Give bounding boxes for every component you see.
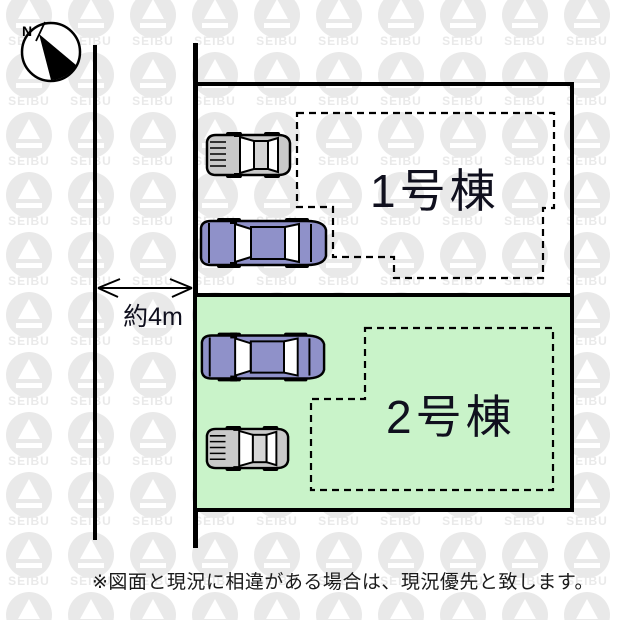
watermark-logo: SEIBU — [0, 232, 60, 292]
watermark-logo: SEIBU — [432, 0, 494, 52]
building-1-label: 1号棟 — [370, 165, 500, 217]
watermark-logo: SEIBU — [60, 592, 122, 620]
watermark-logo: SEIBU — [122, 352, 184, 412]
watermark-logo: SEIBU — [556, 592, 618, 620]
watermark-logo: SEIBU — [122, 52, 184, 112]
road-edge-left-line — [93, 45, 97, 540]
disclaimer-text: ※図面と現況に相違がある場合は、現況優先と致します。 — [92, 572, 595, 593]
watermark-logo: SEIBU — [432, 532, 494, 592]
watermark-logo: SEIBU — [0, 172, 60, 232]
watermark-logo: SEIBU — [308, 592, 370, 620]
watermark-logo: SEIBU — [60, 52, 122, 112]
watermark-logo: SEIBU — [60, 232, 122, 292]
watermark-logo: SEIBU — [246, 0, 308, 52]
road-width-label: 約4m — [123, 303, 183, 331]
watermark-logo: SEIBU — [0, 112, 60, 172]
watermark-logo: SEIBU — [0, 0, 60, 52]
watermark-logo: SEIBU — [0, 532, 60, 592]
watermark-logo: SEIBU — [556, 532, 618, 592]
watermark-logo: SEIBU — [122, 412, 184, 472]
watermark-logo: SEIBU — [122, 112, 184, 172]
watermark-logo: SEIBU — [60, 0, 122, 52]
car-blue-sedan-plot2-icon — [200, 332, 326, 382]
watermark-logo: SEIBU — [432, 52, 494, 112]
watermark-logo: SEIBU — [370, 532, 432, 592]
watermark-logo: SEIBU — [184, 52, 246, 112]
watermark-logo: SEIBU — [432, 592, 494, 620]
watermark-logo: SEIBU — [184, 592, 246, 620]
watermark-logo: SEIBU — [184, 0, 246, 52]
watermark-logo: SEIBU — [308, 532, 370, 592]
watermark-logo: SEIBU — [494, 532, 556, 592]
watermark-logo: SEIBU — [494, 592, 556, 620]
watermark-logo: SEIBU — [370, 0, 432, 52]
watermark-logo: SEIBU — [0, 412, 60, 472]
watermark-logo: SEIBU — [122, 472, 184, 532]
watermark-logo: SEIBU — [0, 352, 60, 412]
watermark-logo: SEIBU — [60, 472, 122, 532]
watermark-logo: SEIBU — [246, 532, 308, 592]
watermark-logo: SEIBU — [556, 112, 618, 172]
watermark-logo: SEIBU — [60, 112, 122, 172]
watermark-logo: SEIBU — [184, 532, 246, 592]
watermark-logo: SEIBU — [122, 0, 184, 52]
plot-divider-line — [197, 293, 570, 297]
watermark-logo: SEIBU — [122, 592, 184, 620]
watermark-logo: SEIBU — [60, 292, 122, 352]
car-gray-compact-plot1-icon — [205, 132, 292, 178]
watermark-logo: SEIBU — [0, 292, 60, 352]
watermark-logo: SEIBU — [246, 592, 308, 620]
watermark-logo: SEIBU — [494, 52, 556, 112]
watermark-logo: SEIBU — [308, 52, 370, 112]
watermark-logo: SEIBU — [122, 532, 184, 592]
watermark-logo: SEIBU — [0, 472, 60, 532]
watermark-logo: SEIBU — [0, 52, 60, 112]
car-gray-compact-plot2-icon — [205, 426, 290, 471]
watermark-logo: SEIBU — [308, 0, 370, 52]
watermark-logo: SEIBU — [122, 172, 184, 232]
watermark-logo: SEIBU — [122, 292, 184, 352]
watermark-logo: SEIBU — [370, 52, 432, 112]
watermark-logo: SEIBU — [60, 532, 122, 592]
car-blue-sedan-plot1-icon — [199, 218, 328, 268]
watermark-logo: SEIBU — [556, 0, 618, 52]
watermark-logo: SEIBU — [494, 0, 556, 52]
watermark-logo: SEIBU — [246, 172, 308, 232]
watermark-logo: SEIBU — [60, 172, 122, 232]
watermark-logo: SEIBU — [370, 592, 432, 620]
watermark-logo: SEIBU — [122, 232, 184, 292]
watermark-logo: SEIBU — [60, 352, 122, 412]
building-2-label: 2号棟 — [386, 391, 516, 443]
watermark-logo: SEIBU — [60, 412, 122, 472]
watermark-logo: SEIBU — [0, 592, 60, 620]
